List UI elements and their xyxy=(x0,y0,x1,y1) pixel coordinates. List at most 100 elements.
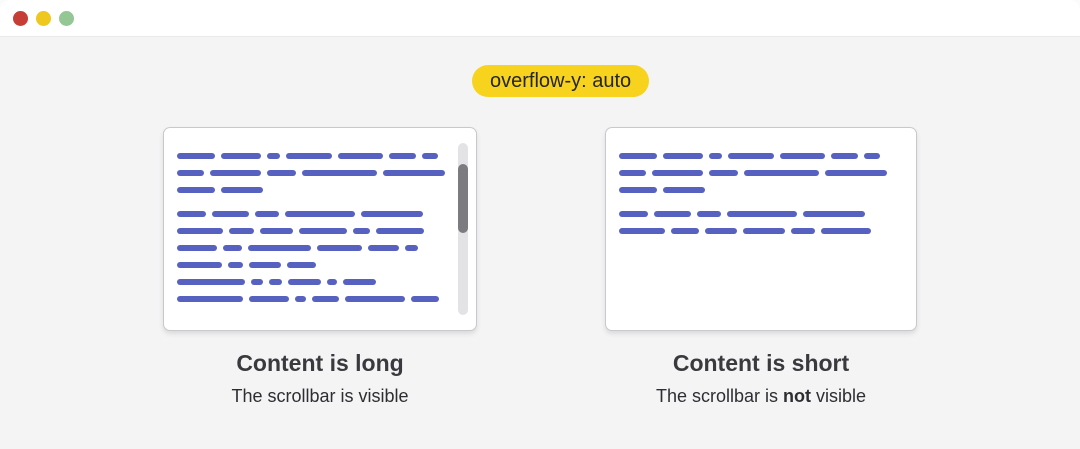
text-line-segment xyxy=(368,245,399,251)
scrollbar[interactable] xyxy=(458,143,468,315)
text-line-segment xyxy=(709,170,738,176)
text-line-segment xyxy=(317,245,362,251)
text-line-segment xyxy=(177,262,222,268)
text-line-segment xyxy=(177,228,223,234)
text-line-segment xyxy=(743,228,785,234)
text-line-row xyxy=(177,296,462,302)
figure-subtitle: The scrollbar is visible xyxy=(163,386,477,407)
skeleton-text-block xyxy=(619,153,902,234)
text-line-segment xyxy=(177,279,245,285)
text-line-segment xyxy=(285,211,355,217)
text-line-row xyxy=(619,153,902,159)
text-line-segment xyxy=(177,211,206,217)
text-line-row xyxy=(619,187,902,193)
text-line-segment xyxy=(654,211,691,217)
subtitle-text: The scrollbar is xyxy=(231,386,359,406)
text-line-segment xyxy=(299,228,347,234)
text-line-segment xyxy=(831,153,858,159)
text-line-segment xyxy=(177,296,243,302)
text-line-segment xyxy=(345,296,405,302)
text-line-row xyxy=(177,187,462,193)
text-line-segment xyxy=(251,279,263,285)
text-line-segment xyxy=(864,153,880,159)
demo-canvas: overflow-y: auto Content is long The scr… xyxy=(0,37,1080,448)
text-line-segment xyxy=(405,245,418,251)
text-line-segment xyxy=(619,170,646,176)
skeleton-paragraph xyxy=(619,153,902,193)
scrollbar-thumb[interactable] xyxy=(458,164,468,233)
text-line-segment xyxy=(821,228,871,234)
text-line-segment xyxy=(260,228,293,234)
text-line-segment xyxy=(780,153,825,159)
text-line-row xyxy=(619,211,902,217)
text-line-segment xyxy=(376,228,424,234)
text-line-segment xyxy=(248,245,311,251)
text-line-segment xyxy=(267,170,296,176)
text-line-segment xyxy=(825,170,887,176)
text-line-segment xyxy=(652,170,703,176)
skeleton-paragraph xyxy=(177,153,462,193)
text-line-segment xyxy=(791,228,815,234)
text-line-segment xyxy=(269,279,282,285)
text-line-segment xyxy=(327,279,337,285)
text-line-row xyxy=(177,262,462,268)
text-line-row xyxy=(177,228,462,234)
close-button[interactable] xyxy=(13,10,28,26)
text-line-segment xyxy=(177,245,217,251)
text-line-row xyxy=(177,279,462,285)
text-line-segment xyxy=(422,153,438,159)
text-line-segment xyxy=(177,153,215,159)
text-line-segment xyxy=(249,262,281,268)
text-line-segment xyxy=(389,153,416,159)
text-line-segment xyxy=(338,153,383,159)
text-line-segment xyxy=(229,228,254,234)
text-line-segment xyxy=(223,245,242,251)
text-line-segment xyxy=(177,170,204,176)
text-line-segment xyxy=(221,187,263,193)
skeleton-paragraph xyxy=(619,211,902,234)
figure-title: Content is short xyxy=(672,350,850,376)
text-line-segment xyxy=(728,153,774,159)
skeleton-text-block xyxy=(177,153,462,302)
text-line-segment xyxy=(744,170,819,176)
text-line-segment xyxy=(361,211,423,217)
figure-subtitle: The scrollbar is not visible xyxy=(605,386,917,407)
text-line-segment xyxy=(286,153,332,159)
text-line-segment xyxy=(287,262,316,268)
subtitle-text: visible xyxy=(358,386,409,406)
text-line-segment xyxy=(663,153,703,159)
text-line-segment xyxy=(210,170,261,176)
text-line-row xyxy=(177,245,462,251)
text-line-segment xyxy=(312,296,339,302)
text-line-segment xyxy=(727,211,797,217)
text-line-segment xyxy=(177,187,215,193)
window-titlebar xyxy=(0,0,1080,37)
text-line-segment xyxy=(383,170,445,176)
text-line-row xyxy=(177,170,462,176)
text-line-segment xyxy=(255,211,279,217)
text-line-segment xyxy=(619,153,657,159)
text-line-segment xyxy=(705,228,737,234)
text-line-segment xyxy=(671,228,699,234)
text-line-segment xyxy=(803,211,865,217)
scroll-panel-long[interactable] xyxy=(163,127,477,331)
text-line-segment xyxy=(697,211,721,217)
text-line-segment xyxy=(249,296,289,302)
text-line-segment xyxy=(228,262,243,268)
text-line-segment xyxy=(619,228,665,234)
subtitle-bold-text: not xyxy=(783,386,811,406)
text-line-segment xyxy=(353,228,370,234)
subtitle-text: The scrollbar is xyxy=(655,386,784,406)
text-line-segment xyxy=(221,153,261,159)
minimize-button[interactable] xyxy=(36,10,51,26)
text-line-segment xyxy=(295,296,306,302)
text-line-row xyxy=(619,170,902,176)
zoom-button[interactable] xyxy=(59,10,74,26)
skeleton-paragraph xyxy=(177,211,462,302)
scroll-panel-short[interactable] xyxy=(605,127,917,331)
text-line-row xyxy=(619,228,902,234)
text-line-segment xyxy=(212,211,249,217)
text-line-segment xyxy=(709,153,722,159)
text-line-segment xyxy=(288,279,321,285)
